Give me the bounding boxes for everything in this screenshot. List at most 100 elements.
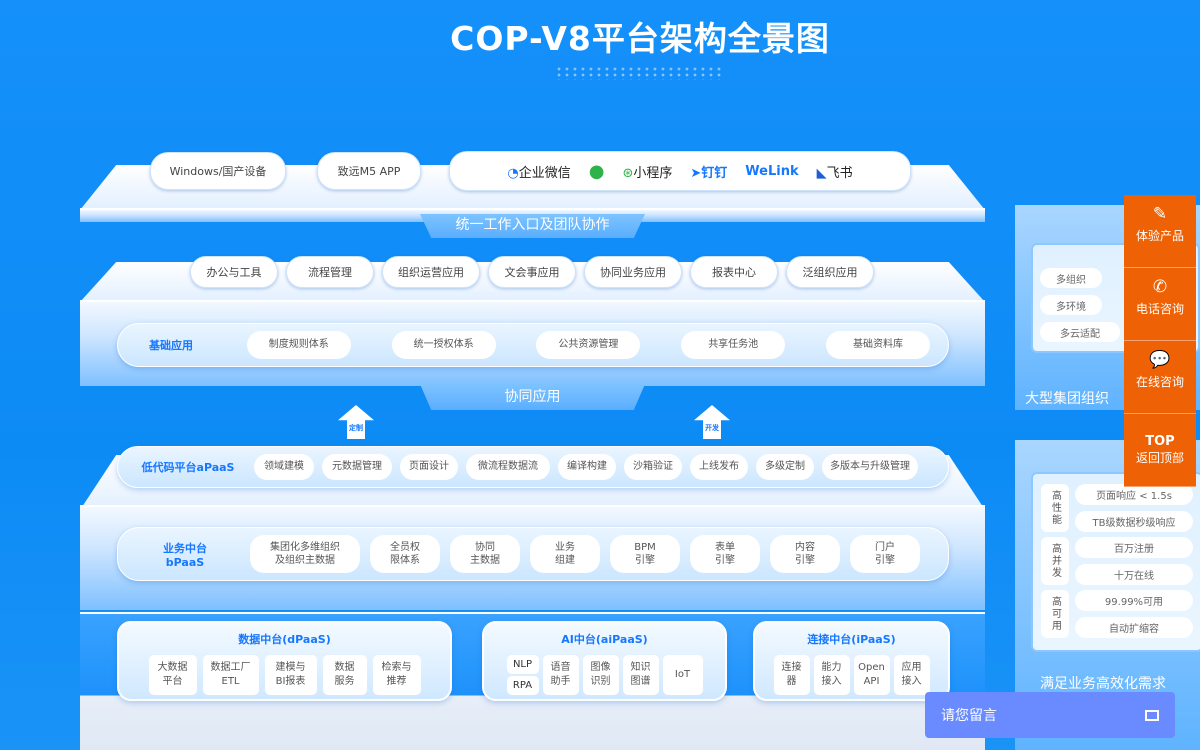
dpaas-cell[interactable]: 数据 服务 [322,655,367,695]
entry-pill-windows[interactable]: Windows/国产设备 [150,152,286,190]
bpaas-chip[interactable]: 全员权 限体系 [370,535,440,573]
efficiency-group-name: 高性能 [1041,484,1069,532]
apaas-chip[interactable]: 多级定制 [756,454,814,480]
collab-pill[interactable]: 协同业务应用 [584,256,682,288]
collab-pill[interactable]: 组织运营应用 [382,256,480,288]
bpaas-label: 业务中台 bPaaS [163,541,207,569]
efficiency-item: 99.99%可用 [1075,590,1193,611]
dpaas-cell[interactable]: 大数据 平台 [148,655,197,695]
miniprogram-icon: ⊛ [622,165,634,181]
apaas-label: 低代码平台aPaaS [141,461,235,474]
apaas-chip[interactable]: 沙箱验证 [624,454,682,480]
apaas-chip[interactable]: 多版本与升级管理 [822,454,918,480]
miniprogram-brand: ⊛小程序 [622,165,673,181]
dpaas-cell[interactable]: 建模与 BI报表 [264,655,317,695]
efficiency-item: 页面响应 < 1.5s [1075,484,1193,505]
ipaas-cell[interactable]: Open API [853,655,890,695]
aipaas-cell[interactable]: 图像 识别 [582,655,619,695]
efficiency-item: 百万注册 [1075,537,1193,558]
edit-icon: ✎ [1152,204,1168,224]
efficiency-group: 高性能 页面响应 < 1.5s TB级数据秒级响应 [1041,484,1193,532]
bpaas-chip[interactable]: 门户 引擎 [850,535,920,573]
collab-pill[interactable]: 泛组织应用 [786,256,874,288]
phone-24-icon: ✆ [1152,277,1168,297]
base-app-chip[interactable]: 基础资料库 [825,331,930,359]
arrow-up-icon: 定制 [338,405,374,439]
apaas-chip[interactable]: 微流程数据流 [466,454,550,480]
ipaas-cell[interactable]: 能力 接入 [813,655,850,695]
apaas-bar: 低代码平台aPaaS 领域建模 元数据管理 页面设计 微流程数据流 编译构建 沙… [117,446,949,488]
ipaas-cell[interactable]: 连接 器 [773,655,810,695]
wechat-icon: ● [588,160,605,182]
base-apps-label: 基础应用 [149,339,193,352]
base-app-chip[interactable]: 制度规则体系 [246,331,351,359]
page-title: COP-V8平台架构全景图 [450,19,830,58]
aipaas-cell[interactable]: 语音 助手 [542,655,579,695]
bpaas-chip[interactable]: 协同 主数据 [450,535,520,573]
apaas-chip[interactable]: 领域建模 [254,454,314,480]
chat-icon: 💬 [1149,350,1171,370]
apaas-chip[interactable]: 元数据管理 [322,454,392,480]
base-app-chip[interactable]: 统一授权体系 [391,331,496,359]
leave-message-label: 请您留言 [941,708,997,724]
sidebar-phone[interactable]: ✆电话咨询 [1124,268,1196,341]
aipaas-cell[interactable]: IoT [662,655,703,695]
wecom-brand: ◔企业微信 [507,165,571,181]
efficiency-item: 十万在线 [1075,564,1193,585]
efficiency-card: 高性能 页面响应 < 1.5s TB级数据秒级响应 高并发 百万注册 十万在线 … [1031,472,1200,652]
apaas-chip[interactable]: 上线发布 [690,454,748,480]
base-apps-bar: 基础应用 制度规则体系 统一授权体系 公共资源管理 共享任务池 基础资料库 [117,323,949,367]
leave-message-bar[interactable]: 请您留言 [925,692,1175,738]
entry-pill-m5[interactable]: 致远M5 APP [317,152,421,190]
efficiency-group-name: 高可用 [1041,590,1069,638]
collab-pill[interactable]: 文会事应用 [488,256,576,288]
efficiency-label: 满足业务高效化需求 [1040,676,1166,692]
bpaas-chip[interactable]: 集团化多维组织 及组织主数据 [250,535,360,573]
bpaas-chip[interactable]: 业务 组建 [530,535,600,573]
arrow-up-icon: 开发 [694,405,730,439]
collab-pills: 办公与工具 流程管理 组织运营应用 文会事应用 协同业务应用 报表中心 泛组织应… [190,256,874,288]
group-org-pill: 多组织 [1040,268,1102,288]
collab-label: 协同应用 [420,384,645,410]
bpaas-chip[interactable]: 内容 引擎 [770,535,840,573]
dpaas-cell[interactable]: 数据工厂 ETL [202,655,259,695]
efficiency-item: 自动扩缩容 [1075,617,1193,638]
decorative-dots [555,66,725,80]
ipaas-title: 连接中台(iPaaS) [807,633,896,646]
maximize-icon[interactable] [1145,709,1159,721]
bpaas-chip[interactable]: BPM 引擎 [610,535,680,573]
aipaas-cell[interactable]: 知识 图谱 [622,655,659,695]
bpaas-chip[interactable]: 表单 引擎 [690,535,760,573]
welink-brand: WeLink [745,163,799,179]
feishu-icon: ◣ [816,165,827,181]
collab-pill[interactable]: 办公与工具 [190,256,278,288]
dpaas-box: 数据中台(dPaaS) 大数据 平台 数据工厂 ETL 建模与 BI报表 数据 … [117,621,452,701]
sidebar-online-chat[interactable]: 💬在线咨询 [1124,341,1196,414]
top-icon: TOP [1145,434,1175,449]
apaas-chip[interactable]: 编译构建 [558,454,616,480]
group-org-label: 大型集团组织 [1025,391,1109,407]
apaas-chip[interactable]: 页面设计 [400,454,458,480]
aipaas-cell[interactable]: NLP [506,655,539,674]
group-org-pill: 多云适配 [1040,322,1120,342]
ipaas-cell[interactable]: 应用 接入 [893,655,930,695]
base-app-chip[interactable]: 共享任务池 [681,331,786,359]
feishu-brand: ◣飞书 [816,165,853,181]
collab-pill[interactable]: 报表中心 [690,256,778,288]
ipaas-box: 连接中台(iPaaS) 连接 器 能力 接入 Open API 应用 接入 [753,621,950,701]
entry-label: 统一工作入口及团队协作 [420,214,645,238]
dpaas-cell[interactable]: 检索与 推荐 [372,655,421,695]
efficiency-group: 高可用 99.99%可用 自动扩缩容 [1041,590,1193,638]
sidebar-try-product[interactable]: ✎体验产品 [1124,195,1196,268]
aipaas-cell[interactable]: RPA [506,676,539,695]
dingtalk-brand: ➤钉钉 [690,165,728,181]
efficiency-group: 高并发 百万注册 十万在线 [1041,537,1193,585]
base-app-chip[interactable]: 公共资源管理 [536,331,641,359]
aipaas-title: AI中台(aiPaaS) [561,633,648,646]
wecom-icon: ◔ [507,165,519,181]
collab-pill[interactable]: 流程管理 [286,256,374,288]
entry-brands: ◔企业微信 ● ⊛小程序 ➤钉钉 WeLink ◣飞书 [449,151,911,191]
efficiency-group-name: 高并发 [1041,537,1069,585]
bpaas-bar: 业务中台 bPaaS 集团化多维组织 及组织主数据 全员权 限体系 协同 主数据… [117,527,949,581]
